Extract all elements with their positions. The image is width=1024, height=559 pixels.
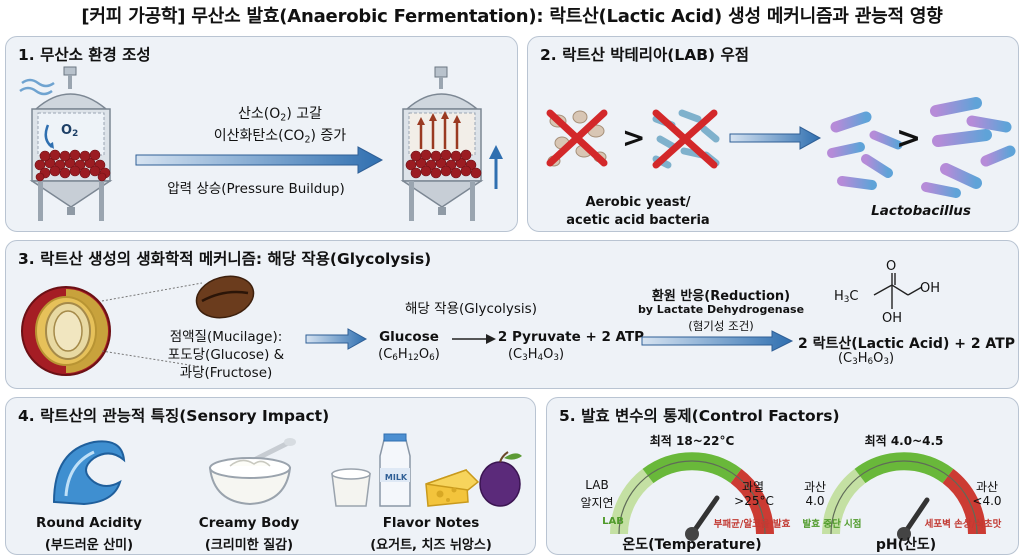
lactic-acid-product-label: 2 락트산(Lactic Acid) + 2 ATP xyxy=(798,336,1015,352)
reduction-arrow-icon xyxy=(641,330,794,352)
temp-left-label-1: LAB xyxy=(585,478,609,492)
process-arrow-icon xyxy=(135,146,384,174)
panel3-title: 3. 락트산 생성의 생화학적 메커니즘: 해당 작용(Glycolysis) xyxy=(18,250,432,268)
co2-increase-label: 이산화탄소(CO2) 증가 xyxy=(213,128,347,146)
rod-bacteria-crossed-icon xyxy=(652,109,720,169)
glucose-label: Glucose xyxy=(379,329,439,345)
pyruvate-label: 2 Pyruvate + 2 ATP xyxy=(497,329,645,345)
creamy-body-label: Creamy Body xyxy=(198,515,300,531)
ph-optimal-label: 최적 4.0~4.5 xyxy=(864,434,944,448)
mucilage-arrow-icon xyxy=(305,328,368,350)
ph-bottom-right: 세포벽 손상/식초맛 xyxy=(924,519,1002,530)
round-acidity-label: Round Acidity xyxy=(36,515,142,531)
flavor-notes-sub: (요거트, 치즈 뉘앙스) xyxy=(370,538,492,553)
panel-sensory-impact: 4. 락트산의 관능적 특징(Sensory Impact) Round Aci… xyxy=(5,397,536,555)
yeast-crossed-icon xyxy=(546,109,608,167)
panel-biochemistry: 3. 락트산 생성의 생화학적 메커니즘: 해당 작용(Glycolysis) … xyxy=(5,240,1019,389)
ph-right-label-1: 과산 xyxy=(975,480,999,494)
aerobic-caption-2: acetic acid bacteria xyxy=(566,213,710,228)
panel-lab-dominance: 2. 락트산 박테리아(LAB) 우점 > Aerobic yeast/ ace… xyxy=(527,36,1019,232)
panel5-title: 5. 발효 변수의 통제(Control Factors) xyxy=(559,407,840,425)
ph-left-label-1: 과산 xyxy=(803,480,827,494)
sealed-tank-icon xyxy=(400,66,484,221)
round-acidity-sub: (부드러운 산미) xyxy=(44,538,134,553)
lactobacillus-caption: Lactobacillus xyxy=(871,203,971,219)
page-title: [커피 가공학] 무산소 발효(Anaerobic Fermentation):… xyxy=(81,6,943,27)
temp-bottom-right: 부패균/알코올 발효 xyxy=(713,519,791,530)
reduction-label-3: (혐기성 조건) xyxy=(688,319,754,333)
lactobacillus-icon xyxy=(827,97,1016,198)
panel2-title: 2. 락트산 박테리아(LAB) 우점 xyxy=(540,46,750,64)
mucilage-label-1: 점액질(Mucilage): xyxy=(169,329,283,345)
ph-label: pH(산도) xyxy=(875,537,937,553)
mucilage-label-2: 포도당(Glucose) & xyxy=(167,347,285,363)
fermentation-tank-icon xyxy=(19,66,113,221)
reduction-label-1: 환원 반응(Reduction) xyxy=(651,289,791,304)
aerobic-caption-1: Aerobic yeast/ xyxy=(585,195,691,210)
mucilage-label-3: 과당(Fructose) xyxy=(179,365,273,381)
temperature-label: 온도(Temperature) xyxy=(622,537,762,553)
creamy-body-sub: (크리미한 질감) xyxy=(204,538,294,553)
temp-bottom-left: LAB xyxy=(602,516,624,527)
pyruvate-formula: (C3H4O3) xyxy=(507,347,565,364)
panel4-title: 4. 락트산의 관능적 특징(Sensory Impact) xyxy=(18,407,330,425)
glucose-formula: (C6H12O6) xyxy=(378,347,440,364)
molecule-oh-right: OH xyxy=(920,281,941,296)
dominance-arrow-icon xyxy=(729,126,822,150)
ph-bottom-left: 발효 중단 시점 xyxy=(802,519,862,530)
callout-dotted-lines xyxy=(101,282,203,368)
lactic-acid-formula: (C3H6O3) xyxy=(837,351,895,368)
panel1-title: 1. 무산소 환경 조성 xyxy=(18,46,151,64)
coffee-bean-icon xyxy=(195,275,255,319)
wave-icon xyxy=(52,440,126,506)
temp-right-label-1: 과열 xyxy=(741,480,765,494)
ph-left-label-2: 4.0 xyxy=(805,494,825,508)
temp-optimal-label: 최적 18~22°C xyxy=(649,434,735,448)
molecule-h3c: H3C xyxy=(834,289,859,306)
milk-label: MILK xyxy=(384,473,408,482)
pressure-up-arrow-icon xyxy=(489,145,503,189)
pressure-buildup-label: 압력 상승(Pressure Buildup) xyxy=(167,181,345,197)
greater-than-1: > xyxy=(622,121,646,154)
lactic-acid-molecule-icon xyxy=(873,273,923,309)
reduction-label-2: by Lactate Dehydrogenase xyxy=(637,303,805,316)
temperature-gauge xyxy=(610,452,774,541)
dairy-fruit-icon xyxy=(331,433,522,507)
panel-control-factors: 5. 발효 변수의 통제(Control Factors) 최적 18~22°C… xyxy=(546,397,1019,555)
molecule-oxygen: O xyxy=(886,259,897,274)
flavor-notes-label: Flavor Notes xyxy=(382,515,480,531)
o2-label: O2 xyxy=(61,123,79,140)
yogurt-bowl-icon xyxy=(208,438,296,506)
oxygen-depletion-label: 산소(O2) 고갈 xyxy=(238,106,322,124)
greater-than-2: > xyxy=(896,121,922,156)
temp-left-label-2: 알지연 xyxy=(580,496,614,510)
glycolysis-arrow-icon xyxy=(452,334,496,344)
coffee-cherry-cross-section-icon xyxy=(21,286,111,376)
glycolysis-label: 해당 작용(Glycolysis) xyxy=(405,301,537,317)
panel-anaerobic-environment: 1. 무산소 환경 조성 O2 산소(O2) 고갈 이산화탄소(CO2) 증가 … xyxy=(5,36,518,232)
ph-right-label-2: <4.0 xyxy=(972,494,1002,508)
molecule-oh-bottom: OH xyxy=(882,311,903,326)
ph-gauge xyxy=(822,452,986,541)
temp-right-label-2: >25°C xyxy=(734,494,774,508)
